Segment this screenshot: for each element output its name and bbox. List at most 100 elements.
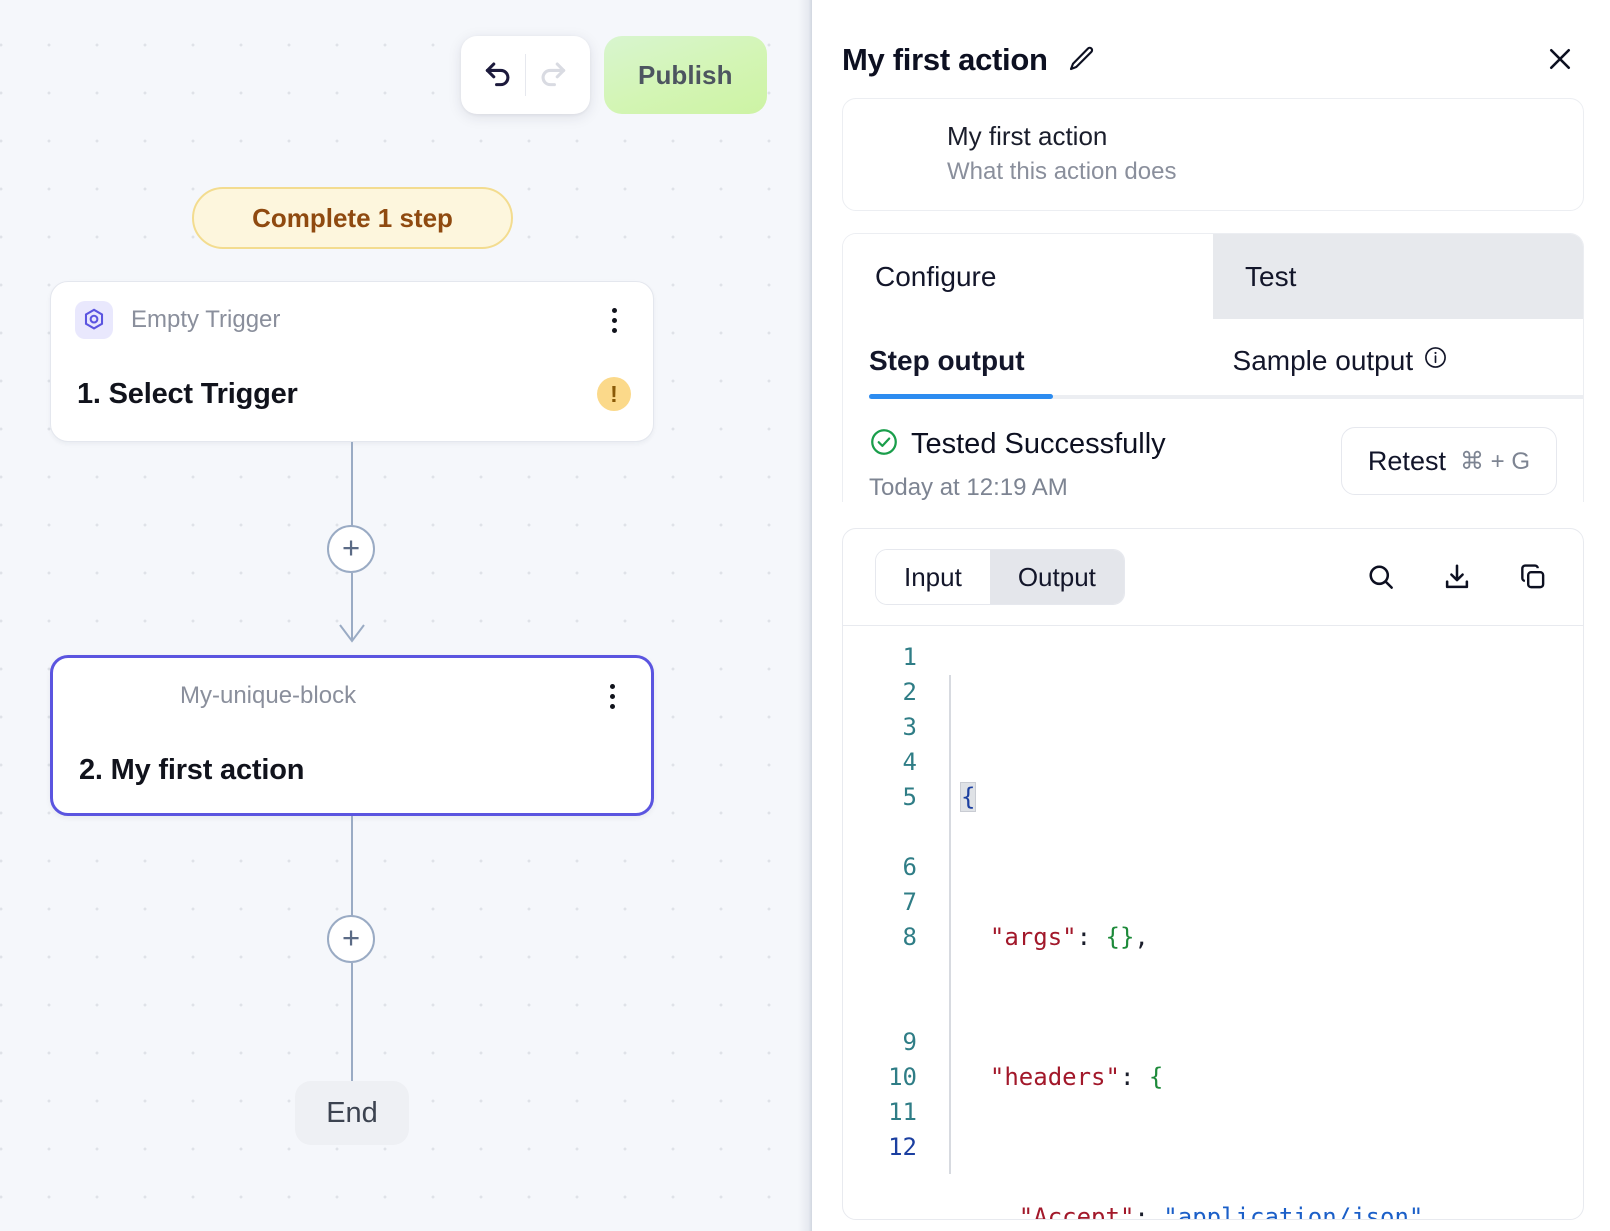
edit-name-button[interactable] <box>1062 40 1100 81</box>
line-number: 10 <box>888 1063 917 1091</box>
subtab-step-output[interactable]: Step output <box>869 345 1052 399</box>
node-subtitle: My-unique-block <box>180 682 357 709</box>
json-comma: , <box>1134 923 1149 951</box>
retest-button[interactable]: Retest ⌘ + G <box>1340 427 1557 495</box>
line-number: 1 <box>902 643 917 671</box>
node-menu-button[interactable] <box>597 300 631 340</box>
tab-configure[interactable]: Configure <box>843 234 1213 319</box>
line-number: 7 <box>902 888 917 916</box>
add-step-button-1[interactable]: + <box>327 525 375 573</box>
code-line: { <box>939 780 1583 815</box>
panel-subtabs: Step output Sample output <box>842 319 1584 399</box>
code-viewer[interactable]: 1 2 3 4 5 6 7 8 9 10 11 12 <box>843 625 1583 1219</box>
json-key: "Accept" <box>1018 1203 1135 1219</box>
code-content[interactable]: { "args": {}, "headers": { "Accept": "ap… <box>939 634 1583 1219</box>
line-number: 9 <box>902 1028 917 1056</box>
line-number: 4 <box>902 748 917 776</box>
line-number-gutter: 1 2 3 4 5 6 7 8 9 10 11 12 <box>843 634 939 1219</box>
step-description: What this action does <box>947 158 1177 185</box>
code-actions <box>1365 561 1549 593</box>
subtab-label: Step output <box>869 345 1025 376</box>
line-number: 11 <box>888 1098 917 1126</box>
panel-tabs: Configure Test <box>842 233 1584 319</box>
test-status-title-row: Tested Successfully <box>869 427 1166 462</box>
node-header: My-unique-block <box>53 658 651 734</box>
line-number: 3 <box>902 713 917 741</box>
dot <box>611 307 617 313</box>
json-key: "headers" <box>989 1063 1120 1091</box>
close-panel-button[interactable] <box>1540 40 1580 80</box>
output-code-card: Input Output <box>842 528 1584 1220</box>
plus-icon: + <box>341 530 361 565</box>
copy-icon[interactable] <box>1517 561 1549 593</box>
code-line: "Accept": "application/json", <box>939 1200 1583 1219</box>
line-number: 8 <box>902 923 917 951</box>
subtab-track <box>869 395 1583 399</box>
node-subtitle: Empty Trigger <box>131 306 281 333</box>
edge-trigger-to-plus <box>351 442 353 549</box>
segment-input[interactable]: Input <box>876 550 990 604</box>
tab-test[interactable]: Test <box>1213 234 1583 319</box>
undo-icon <box>481 57 515 94</box>
code-toolbar: Input Output <box>843 529 1583 625</box>
subtab-sample-output[interactable]: Sample output <box>1233 345 1449 399</box>
download-icon[interactable] <box>1441 561 1473 593</box>
canvas-toolbar: Publish <box>461 36 767 114</box>
line-number: 5 <box>902 783 917 811</box>
dot <box>609 703 615 709</box>
io-segmented-control: Input Output <box>875 549 1125 605</box>
node-header: Empty Trigger <box>51 282 653 358</box>
json-brace: { <box>959 782 977 812</box>
trigger-hexagon-icon <box>75 301 113 339</box>
json-value: "application/json" <box>1163 1203 1424 1219</box>
add-step-button-2[interactable]: + <box>327 915 375 963</box>
panel-header: My first action <box>812 0 1610 86</box>
step-meta-card[interactable]: My first action What this action does <box>842 98 1584 211</box>
json-colon: : <box>1119 1063 1149 1091</box>
workflow-node-trigger[interactable]: Empty Trigger 1. Select Trigger ! <box>50 281 654 442</box>
json-comma: , <box>1423 1203 1438 1219</box>
dot <box>611 327 617 333</box>
search-icon[interactable] <box>1365 561 1397 593</box>
edge-plus-to-action <box>351 573 353 641</box>
line-number: 6 <box>902 853 917 881</box>
info-icon[interactable] <box>1423 345 1448 377</box>
json-key: "args" <box>989 923 1077 951</box>
code-line: "headers": { <box>939 1060 1583 1095</box>
node-body: 1. Select Trigger ! <box>51 358 653 430</box>
test-status: Tested Successfully Today at 12:19 AM <box>869 427 1166 502</box>
node-body: 2. My first action <box>53 734 651 806</box>
test-status-text: Tested Successfully <box>911 428 1166 460</box>
json-empty-object: {} <box>1105 923 1135 951</box>
workflow-node-action[interactable]: My-unique-block 2. My first action <box>50 655 654 816</box>
undo-button[interactable] <box>471 48 525 102</box>
redo-button[interactable] <box>526 48 580 102</box>
segment-output[interactable]: Output <box>989 550 1124 604</box>
close-icon <box>1545 44 1575 77</box>
subtab-label: Sample output <box>1232 345 1414 376</box>
node-menu-button[interactable] <box>595 676 629 716</box>
workflow-canvas[interactable]: Publish Complete 1 step Empty Trigger 1.… <box>0 0 812 1231</box>
workflow-node-end[interactable]: End <box>295 1081 409 1145</box>
toolbar-divider <box>525 54 526 96</box>
json-colon: : <box>1134 1203 1164 1219</box>
complete-steps-badge[interactable]: Complete 1 step <box>192 187 513 249</box>
edge-arrowhead-icon <box>339 624 365 643</box>
dot <box>609 683 615 689</box>
retest-label: Retest <box>1367 445 1446 476</box>
retest-shortcut: ⌘ + G <box>1459 447 1530 475</box>
edge-plus-to-end <box>351 963 353 1081</box>
line-number: 12 <box>888 1133 917 1161</box>
json-colon: : <box>1076 923 1106 951</box>
edge-action-to-plus <box>351 816 353 923</box>
test-timestamp: Today at 12:19 AM <box>869 474 1068 501</box>
dot <box>609 693 615 699</box>
dot <box>611 317 617 323</box>
redo-icon <box>536 57 570 94</box>
success-check-icon <box>869 427 899 462</box>
panel-title: My first action <box>842 42 1048 77</box>
node-warning-icon[interactable]: ! <box>597 377 631 411</box>
publish-button[interactable]: Publish <box>604 36 767 114</box>
history-button-group <box>461 36 590 114</box>
